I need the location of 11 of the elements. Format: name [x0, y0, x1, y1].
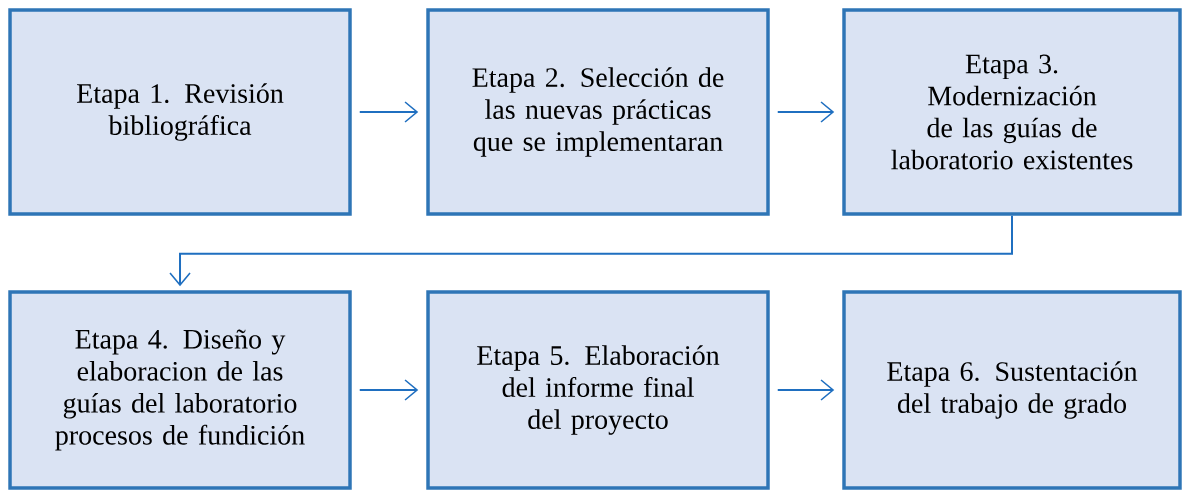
- stage-box: Etapa 5. Elaboración del informe final del proyecto: [426, 290, 770, 490]
- arrow: [776, 101, 835, 123]
- stage-box: Etapa 4. Diseño y elaboracion de las guías del laboratorio procesos de fundición: [8, 290, 352, 490]
- stage-box: Etapa 2. Selección de las nuevas prácticas que se implementaran: [426, 8, 770, 216]
- stage-box: Etapa 1. Revisión bibliográfica: [8, 8, 352, 216]
- stage-box: Etapa 3. Modernización de las guías de laboratorio existentes: [842, 8, 1182, 216]
- arrow: [169, 214, 1013, 287]
- arrow: [776, 379, 835, 401]
- arrow: [358, 101, 419, 123]
- stage-box: Etapa 6. Sustentación del trabajo de grado: [842, 290, 1182, 490]
- arrow: [358, 379, 419, 401]
